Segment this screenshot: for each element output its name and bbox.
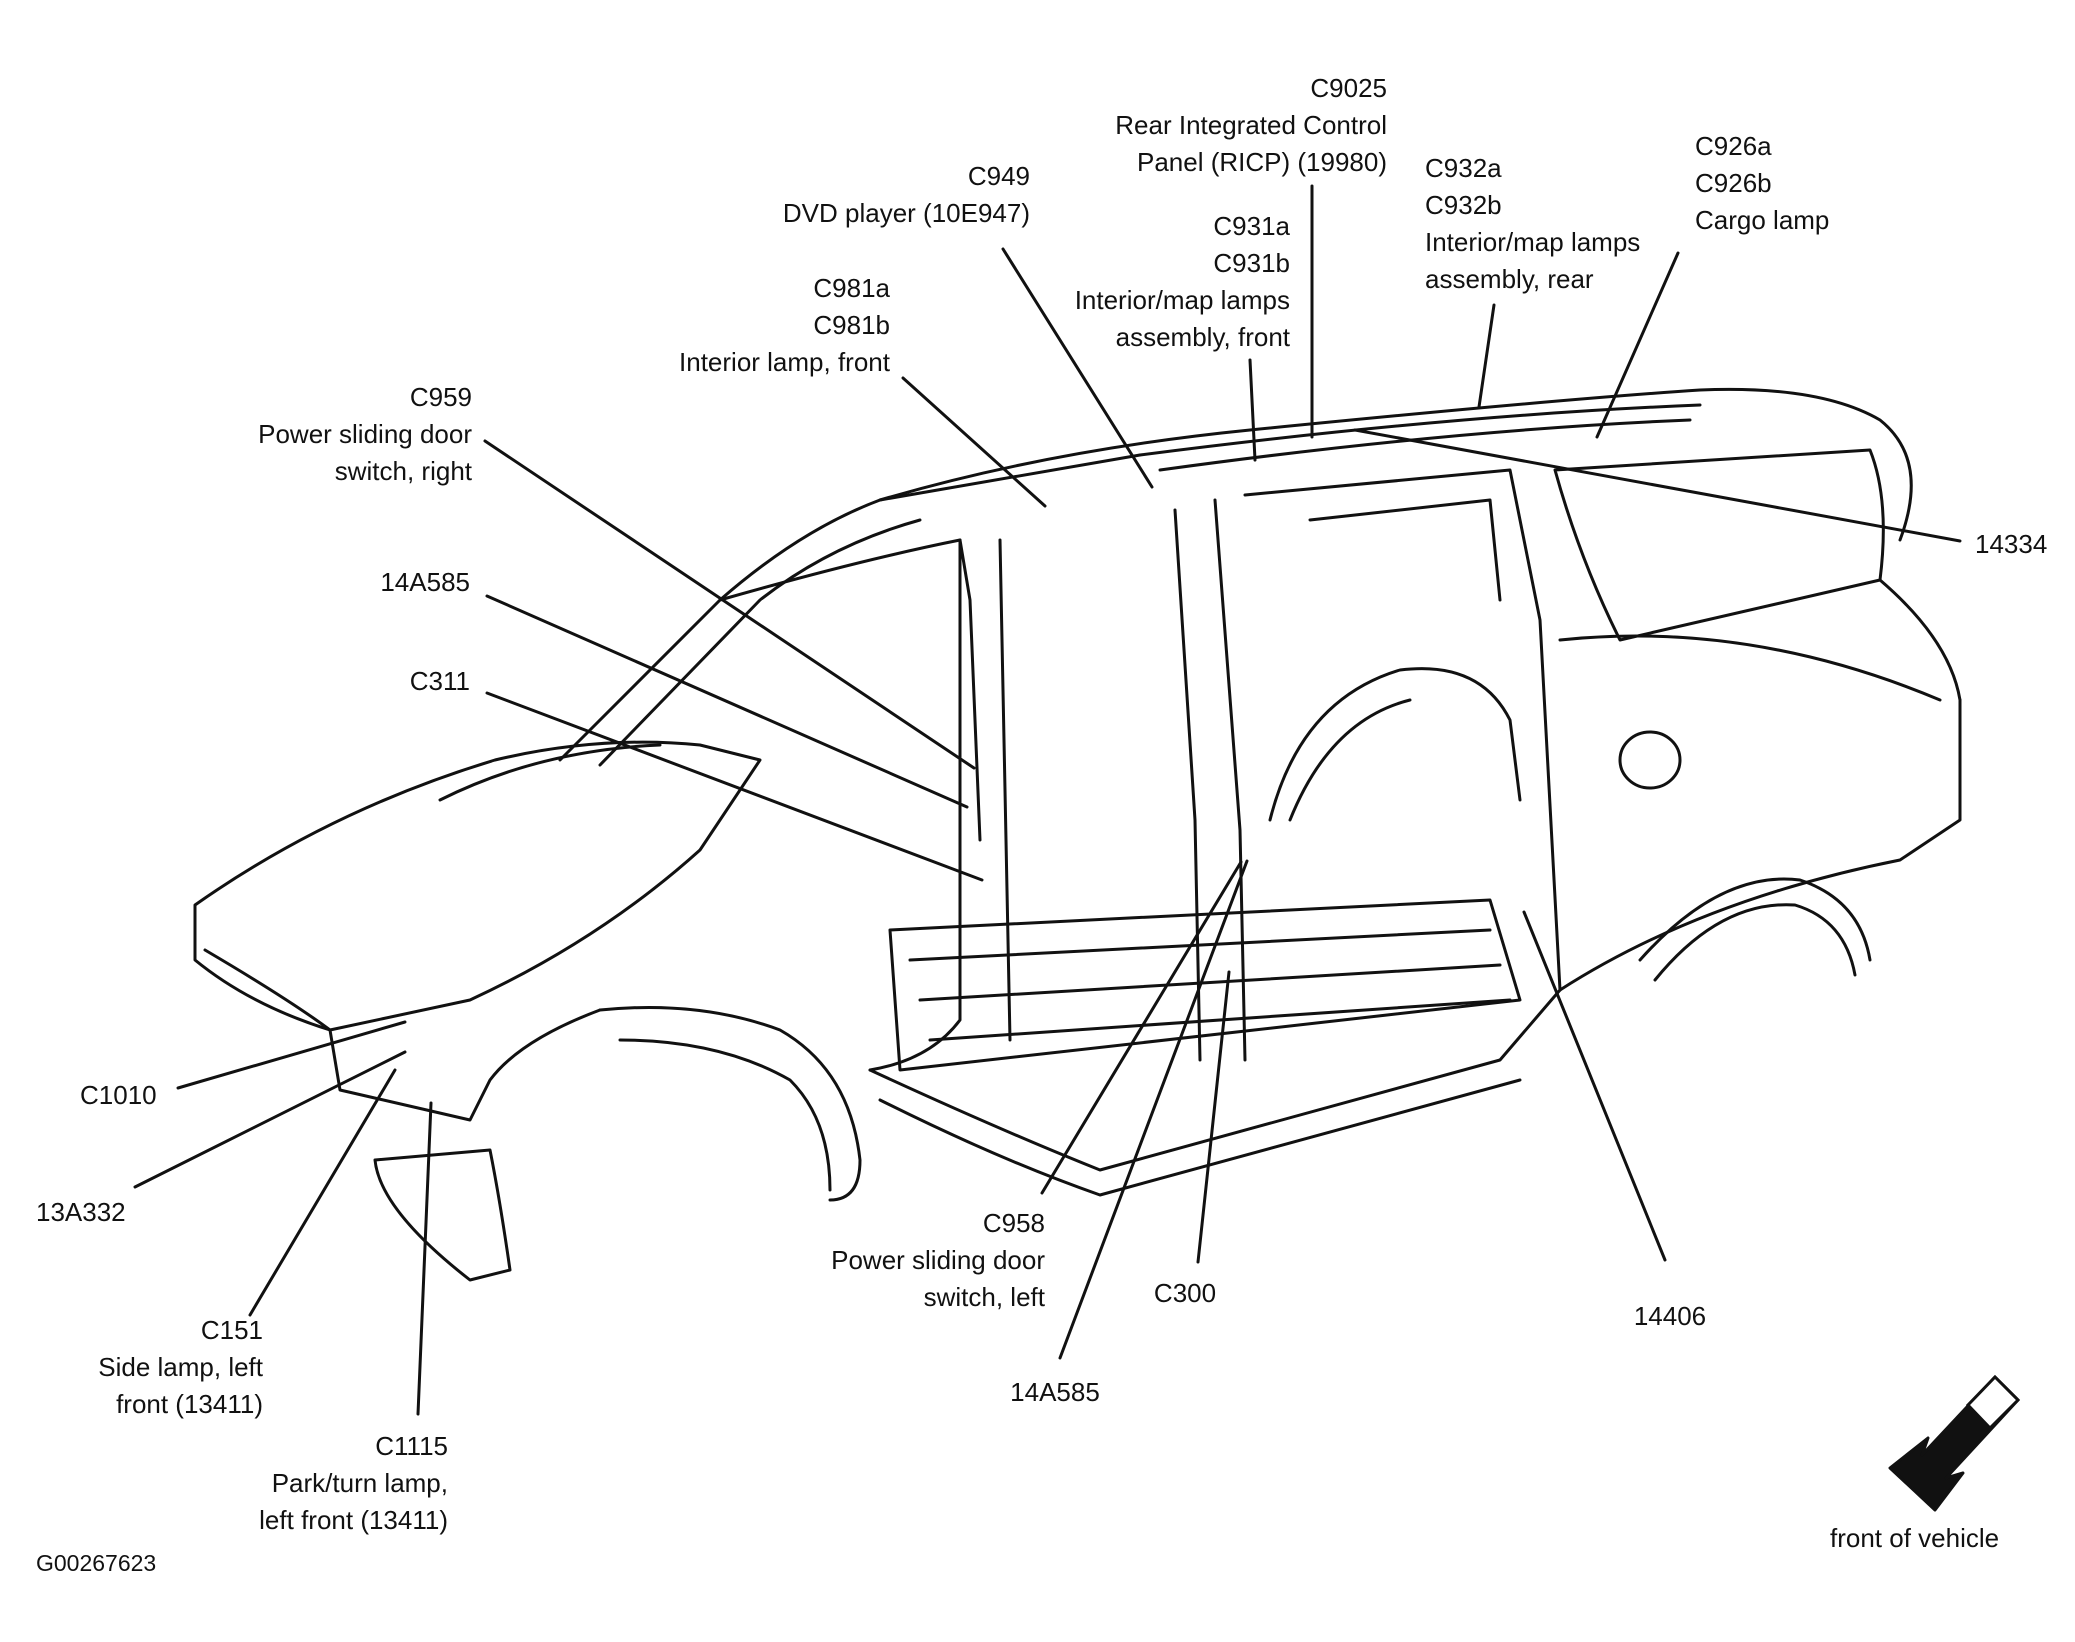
label-c151: C151 Side lamp, left front (13411) [40,1312,263,1423]
label-c932-line-3: Interior/map lamps [1425,227,1641,257]
label-c931-line-4: assembly, front [1115,322,1290,352]
label-c1115: C1115 Park/turn lamp, left front (13411) [200,1428,448,1539]
label-c151-line-3: front (13411) [116,1389,263,1419]
label-c1115-line-1: C1115 [375,1431,448,1461]
label-14334-line-1: 14334 [1975,529,2048,559]
label-14a585-bottom: 14A585 [990,1374,1120,1411]
front-of-vehicle-arrow-icon [1888,1374,2021,1512]
label-c311: C311 [340,663,470,700]
label-c931: C931a C931b Interior/map lamps assembly,… [1040,208,1290,356]
label-c300: C300 [1130,1275,1240,1312]
label-c932-line-1: C932a [1425,153,1502,183]
label-14334: 14334 [1975,526,2065,563]
label-c151-line-1: C151 [200,1315,263,1345]
label-c1115-line-3: left front (13411) [259,1505,448,1535]
label-c1115-line-2: Park/turn lamp, [271,1468,448,1498]
leader-c300 [1196,970,1231,1264]
front-of-vehicle-caption: front of vehicle [1830,1523,2000,1553]
label-c1010: C1010 [80,1077,190,1114]
label-c981-line-2: C981b [813,310,890,340]
label-14a585-top: 14A585 [340,564,470,601]
leader-14406 [1522,910,1667,1262]
label-13a332-line-1: 13A332 [36,1197,126,1227]
label-c9025-line-3: Panel (RICP) (19980) [1137,147,1387,177]
label-c926-line-1: C926a [1695,131,1772,161]
leader-c151 [248,1068,397,1317]
label-13a332: 13A332 [36,1194,156,1231]
label-c926-line-3: Cargo lamp [1695,205,1830,235]
label-c932: C932a C932b Interior/map lamps assembly,… [1425,150,1665,298]
label-c981: C981a C981b Interior lamp, front [640,270,890,381]
leader-c931 [1248,358,1257,462]
leader-c981 [901,376,1047,508]
label-c932-line-2: C932b [1425,190,1502,220]
label-c931-line-2: C931b [1213,248,1290,278]
label-c981-line-1: C981a [813,273,890,303]
label-c958-line-1: C958 [982,1208,1045,1238]
label-c949-line-2: DVD player (10E947) [782,198,1030,228]
leader-lines [133,184,1962,1416]
label-14406-line-1: 14406 [1633,1301,1707,1331]
label-c300-line-1: C300 [1153,1278,1217,1308]
leader-c1010 [176,1020,407,1090]
leader-14a585-bottom [1058,859,1249,1360]
leader-c949 [1001,247,1154,489]
label-c926: C926a C926b Cargo lamp [1695,128,1895,239]
label-c949-line-1: C949 [967,161,1030,191]
label-c932-line-4: assembly, rear [1425,264,1594,294]
label-14406: 14406 [1615,1298,1725,1335]
label-c959-line-1: C959 [409,382,472,412]
diagram-id: G00267623 [36,1550,157,1576]
label-c958-line-2: Power sliding door [831,1245,1045,1275]
label-c959: C959 Power sliding door switch, right [200,379,472,490]
label-c931-line-1: C931a [1213,211,1290,241]
label-c958: C958 Power sliding door switch, left [780,1205,1045,1316]
vehicle-body-outline [193,387,1962,1282]
label-c958-line-3: switch, left [923,1282,1045,1312]
label-c926-line-2: C926b [1695,168,1772,198]
label-c9025-line-1: C9025 [1310,73,1387,103]
leader-c932 [1477,303,1496,409]
leader-c926 [1595,251,1680,439]
label-c949: C949 DVD player (10E947) [730,158,1030,232]
leader-c958 [1040,860,1243,1195]
leader-13a332 [133,1050,407,1189]
label-c9025-line-2: Rear Integrated Control [1115,110,1387,140]
label-c981-line-3: Interior lamp, front [679,347,890,377]
label-c959-line-2: Power sliding door [258,419,472,449]
leader-14334 [1353,428,1962,543]
label-14a585-top-line-1: 14A585 [380,567,470,597]
leader-c1115 [416,1101,433,1416]
leader-14a585-top [485,594,969,809]
label-c311-line-1: C311 [409,666,470,696]
leader-c311 [485,691,984,882]
label-c1010-line-1: C1010 [80,1080,157,1110]
label-c931-line-3: Interior/map lamps [1074,285,1290,315]
label-14a585-bottom-line-1: 14A585 [1010,1377,1100,1407]
label-c9025: C9025 Rear Integrated Control Panel (RIC… [1085,70,1405,181]
label-c151-line-2: Side lamp, left [98,1352,263,1382]
label-c959-line-3: switch, right [334,456,472,486]
leader-c959 [483,439,976,770]
